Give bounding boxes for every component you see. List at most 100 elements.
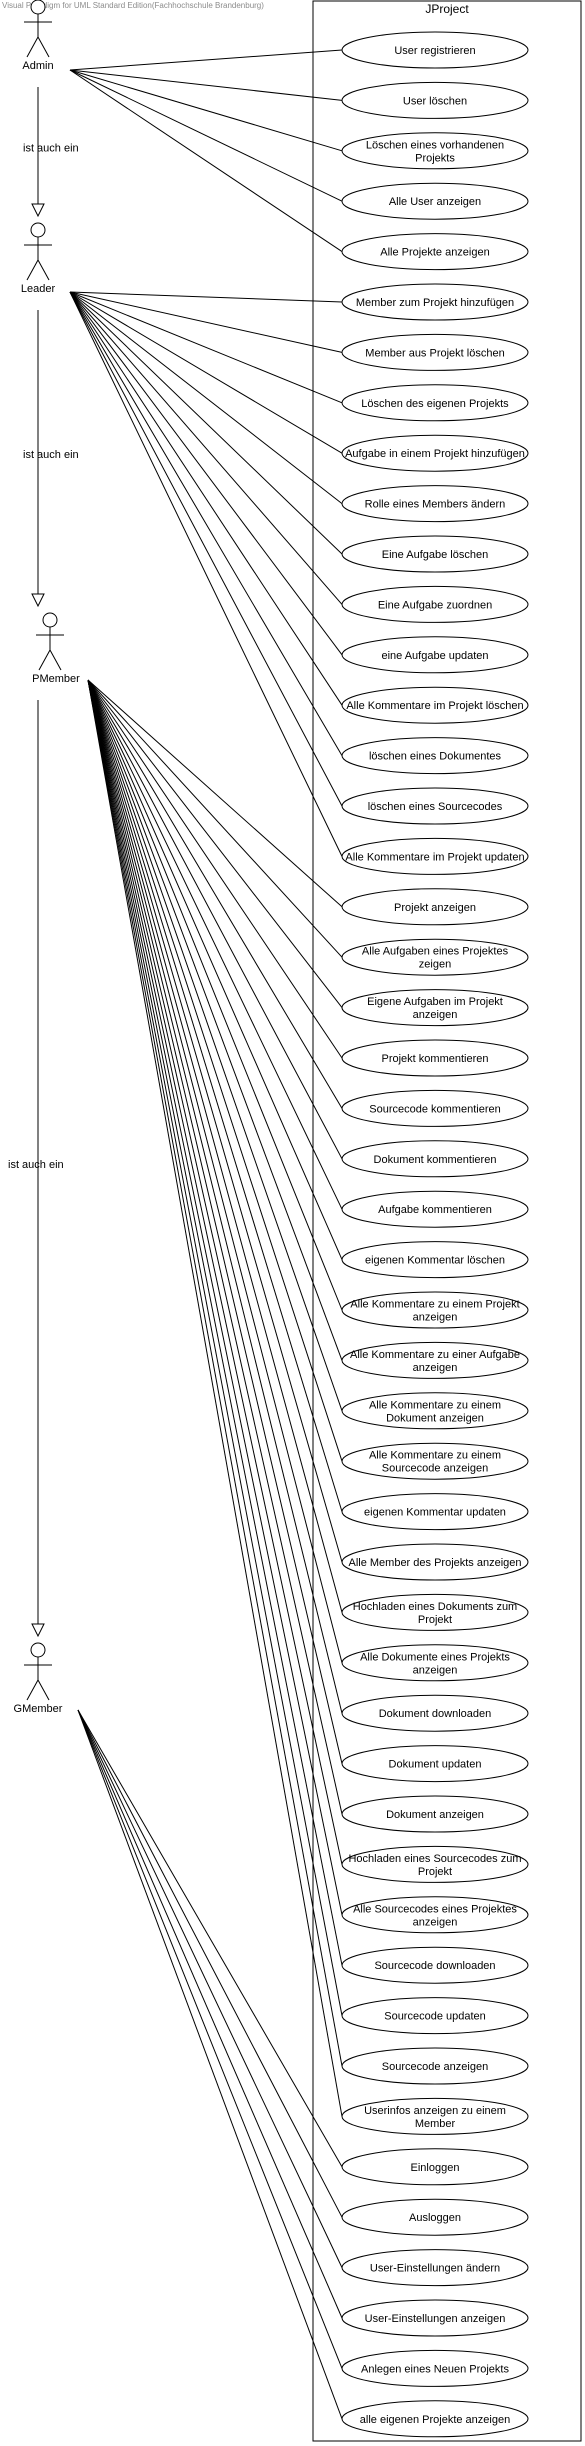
use-case: Dokument kommentieren (341, 1140, 529, 1178)
use-case-label: Löschen eines vorhandenen (366, 139, 504, 151)
use-case-ellipse (341, 1745, 529, 1783)
use-case-ellipse (341, 1644, 529, 1682)
use-case: Eine Aufgabe löschen (341, 535, 529, 573)
actor-icon (24, 222, 52, 281)
use-case-label: Userinfos anzeigen zu einem (364, 2105, 506, 2117)
use-case-ellipse (341, 2148, 529, 2186)
association-line (69, 291, 343, 706)
use-case-ellipse (341, 888, 529, 926)
association-line (87, 679, 343, 1311)
use-case-label: eine Aufgabe updaten (381, 650, 488, 662)
use-case-label: anzeigen (413, 1916, 458, 1928)
association-line (69, 291, 343, 555)
association-line (87, 679, 343, 1966)
association-line (69, 69, 343, 101)
use-case-label: User-Einstellungen anzeigen (365, 2313, 506, 2325)
use-case-label: Alle User anzeigen (389, 196, 481, 208)
actor-icon (24, 0, 52, 58)
use-case-label: Hochladen eines Sourcecodes zum (348, 1853, 521, 1865)
association-line (77, 1709, 343, 2218)
use-case: Einloggen (341, 2148, 529, 2186)
use-case-label: löschen eines Sourcecodes (368, 801, 503, 813)
use-case: Anlegen eines Neuen Projekts (341, 2349, 529, 2387)
use-case-ellipse (341, 1896, 529, 1934)
use-case-ellipse (341, 283, 529, 321)
use-case: User-Einstellungen ändern (341, 2249, 529, 2287)
watermark: Visual Paradigm for UML Standard Edition… (2, 1, 264, 10)
use-case-ellipse (341, 333, 529, 371)
use-case-ellipse (341, 132, 529, 170)
association-line (77, 1709, 343, 2319)
use-case-label: Sourcecode updaten (384, 2011, 486, 2023)
use-case-ellipse (341, 1241, 529, 1279)
use-case-label: Eine Aufgabe zuordnen (378, 599, 492, 611)
association-line (87, 679, 343, 1210)
use-case: Sourcecode kommentieren (341, 1089, 529, 1127)
use-case: User löschen (341, 81, 529, 119)
use-case-label: Anlegen eines Neuen Projekts (361, 2363, 509, 2375)
actor-icon (24, 1642, 52, 1701)
association-line (69, 291, 343, 303)
association-line (87, 679, 343, 1109)
use-case: Löschen des eigenen Projekts (341, 384, 529, 422)
association-line (87, 679, 343, 1260)
use-case-label: Alle Dokumente eines Projekts (360, 1651, 510, 1663)
use-case: Alle User anzeigen (341, 182, 529, 220)
actor-leader: Leader (21, 222, 55, 295)
use-case-label: anzeigen (413, 1009, 458, 1021)
use-case-label: löschen eines Dokumentes (369, 751, 502, 763)
use-case-ellipse (341, 1543, 529, 1581)
use-case: eine Aufgabe updaten (341, 636, 529, 674)
use-case-label: Ausloggen (409, 2212, 461, 2224)
use-case-ellipse (341, 1845, 529, 1883)
association-line (87, 679, 343, 1059)
use-case: löschen eines Dokumentes (341, 737, 529, 775)
association-line (69, 291, 343, 807)
association-line (87, 679, 343, 1563)
use-case-ellipse (341, 2299, 529, 2337)
use-case: User registrieren (341, 31, 529, 69)
use-case-label: alle eigenen Projekte anzeigen (360, 2414, 510, 2426)
use-case-ellipse (341, 2097, 529, 2135)
actor-gmember: GMember (14, 1642, 63, 1715)
actor-label: PMember (32, 673, 80, 685)
use-case-label: Sourcecode downloaden (374, 1960, 495, 1972)
use-case: Projekt kommentieren (341, 1039, 529, 1077)
association-line (87, 679, 343, 1815)
association-line (69, 291, 343, 404)
use-case-ellipse (341, 1694, 529, 1732)
association-line (87, 679, 343, 1613)
use-case-ellipse (341, 535, 529, 573)
association-line (77, 1709, 343, 2369)
use-case-ellipse (341, 2349, 529, 2387)
generalization-arrow: ist auch ein (23, 87, 79, 218)
use-case: Rolle eines Members ändern (341, 485, 529, 523)
use-case-label: zeigen (419, 959, 451, 971)
use-case-ellipse (341, 485, 529, 523)
use-case-ellipse (341, 1946, 529, 1984)
association-line (87, 679, 343, 1462)
use-case: Alle Kommentare im Projekt löschen (341, 686, 529, 724)
use-case-ellipse (341, 2400, 529, 2438)
use-case-label: Alle Projekte anzeigen (380, 247, 489, 259)
use-case-label: Dokument updaten (389, 1759, 482, 1771)
use-case-label: Projekt (418, 1614, 452, 1626)
use-case-label: Alle Kommentare im Projekt löschen (346, 700, 523, 712)
use-case-label: Eine Aufgabe löschen (382, 549, 488, 561)
association-line (69, 291, 343, 504)
use-case: User-Einstellungen anzeigen (341, 2299, 529, 2337)
association-line (87, 679, 343, 2117)
association-line (87, 679, 343, 1160)
use-case-ellipse (341, 434, 529, 472)
use-case-ellipse (341, 31, 529, 69)
use-case-label: Alle Member des Projekts anzeigen (348, 1557, 521, 1569)
association-line (77, 1709, 343, 2419)
use-case-label: anzeigen (413, 1362, 458, 1374)
use-case-label: Projekt anzeigen (394, 902, 476, 914)
